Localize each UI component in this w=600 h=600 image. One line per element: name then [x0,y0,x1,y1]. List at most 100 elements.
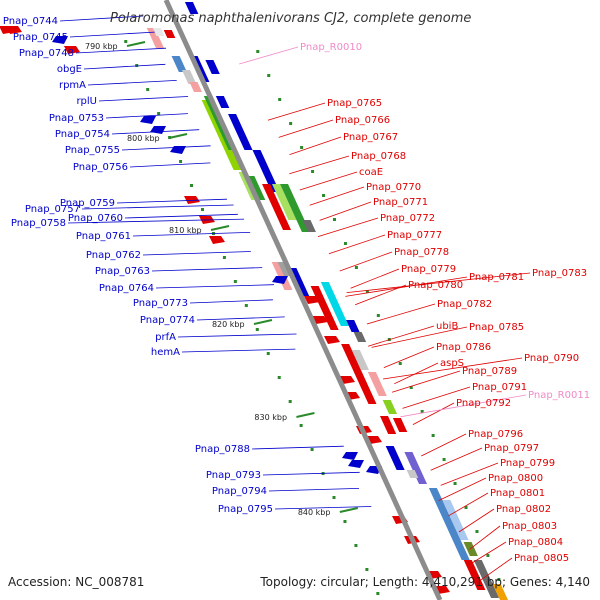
gene-label-pnap-0785[interactable]: Pnap_0785 [469,322,524,333]
gene-label-obge[interactable]: obgE [57,64,82,75]
gene-label-pnap-0765[interactable]: Pnap_0765 [327,98,382,109]
gene-label-pnap-0764[interactable]: Pnap_0764 [99,283,154,294]
tick-mark [253,319,273,325]
gene-label-pnap-0802[interactable]: Pnap_0802 [496,504,551,515]
gene-label-rplu[interactable]: rplU [76,96,97,107]
gene-label-asps[interactable]: aspS [440,358,464,369]
gene-label-pnap-0780[interactable]: Pnap_0780 [408,280,463,291]
gene-label-pnap-0804[interactable]: Pnap_0804 [508,537,563,548]
gene-label-pnap-0786[interactable]: Pnap_0786 [436,342,491,353]
gene-label-pnap-0774[interactable]: Pnap_0774 [140,315,195,326]
gene-label-pnap-0796[interactable]: Pnap_0796 [468,429,523,440]
accession-text: Accession: NC_008781 [8,575,145,589]
gene-label-pnap-0755[interactable]: Pnap_0755 [65,145,120,156]
track-dot [442,458,446,461]
leader-line [299,171,358,191]
tick-mark [126,41,146,47]
leader-line [430,447,483,471]
track-dot [190,184,194,187]
gene-label-pnap-0772[interactable]: Pnap_0772 [380,213,435,224]
leader-line [438,477,487,501]
gene-label-pnap-0779[interactable]: Pnap_0779 [401,264,456,275]
gene-label-pnap-0777[interactable]: Pnap_0777 [387,230,442,241]
gene-label-pnap-0753[interactable]: Pnap_0753 [49,113,104,124]
gene-label-pnap-0766[interactable]: Pnap_0766 [335,115,390,126]
forward-track [310,286,339,330]
leader-line [448,492,489,517]
gene-label-pnap-0783[interactable]: Pnap_0783 [532,268,587,279]
gene-label-pnap-0788[interactable]: Pnap_0788 [195,444,250,455]
reverse-track [385,446,405,470]
gene-label-pnap-0767[interactable]: Pnap_0767 [343,132,398,143]
leader-line [181,348,296,353]
gene-label-pnap-0797[interactable]: Pnap_0797 [484,443,539,454]
gene-label-pnap-0794[interactable]: Pnap_0794 [212,486,267,497]
gene-label-pnap-0761[interactable]: Pnap_0761 [76,231,131,242]
gene-label-pnap-0782[interactable]: Pnap_0782 [437,299,492,310]
gene-label-pnap-0756[interactable]: Pnap_0756 [73,162,128,173]
track-dot [398,362,402,365]
gene-label-pnap-0773[interactable]: Pnap_0773 [133,298,188,309]
pink-track [146,28,164,48]
gene-label-pnap-0768[interactable]: Pnap_0768 [351,151,406,162]
gene-label-pnap-0793[interactable]: Pnap_0793 [206,470,261,481]
track-dot [267,74,271,77]
gene-label-pnap-0744[interactable]: Pnap_0744 [3,16,58,27]
gene-label-rpma[interactable]: rpmA [59,80,86,91]
leader-line [155,284,275,289]
gene-label-pnap-0790[interactable]: Pnap_0790 [524,353,579,364]
forward-gene-arrow [209,236,225,244]
gene-label-pnap-0805[interactable]: Pnap_0805 [514,553,569,564]
gene-label-pnap-0745[interactable]: Pnap_0745 [13,32,68,43]
gene-label-pnap-0759[interactable]: Pnap_0759 [60,198,115,209]
tick-mark [210,225,230,231]
gene-label-pnap-0748[interactable]: Pnap_0748 [19,48,74,59]
label-leaders [59,15,531,582]
track-dot [343,242,347,245]
gene-label-pnap-0792[interactable]: Pnap_0792 [456,398,511,409]
gene-label-pnap-0760[interactable]: Pnap_0760 [68,213,123,224]
gene-label-pnap-0771[interactable]: Pnap_0771 [373,197,428,208]
gene-label-pnap-0800[interactable]: Pnap_0800 [488,473,543,484]
gene-label-coae[interactable]: coaE [359,167,383,178]
gene-label-pnap-0758[interactable]: Pnap_0758 [11,218,66,229]
gene-label-ubib[interactable]: ubiB [436,321,458,332]
gene-label-pnap-0789[interactable]: Pnap_0789 [462,366,517,377]
gene-label-pnap-0762[interactable]: Pnap_0762 [86,250,141,261]
gene-label-pnap-0754[interactable]: Pnap_0754 [55,129,110,140]
leader-line [478,557,513,582]
leader-line [274,506,372,510]
gene-label-pnap-0763[interactable]: Pnap_0763 [95,266,150,277]
gene-label-pnap-0778[interactable]: Pnap_0778 [394,247,449,258]
grey-track [181,70,197,84]
forward-gene-arrow [6,26,22,34]
lime-track [272,184,297,220]
leader-line [367,325,435,347]
orange-track [492,584,508,600]
track-dot [486,554,490,557]
gene-label-prfa[interactable]: prfA [155,332,176,343]
track-dot [255,328,259,331]
reverse-track [252,150,280,192]
gene-label-hema[interactable]: hemA [151,347,180,358]
lime-track [201,100,242,170]
gene-label-pnap-r0011[interactable]: Pnap_R0011 [528,390,590,401]
leader-line [111,129,200,135]
gene-label-pnap-0803[interactable]: Pnap_0803 [502,521,557,532]
gene-label-pnap-0757[interactable]: Pnap_0757 [25,204,80,215]
track-dot [233,280,237,283]
gene-label-pnap-0795[interactable]: Pnap_0795 [218,504,273,515]
gene-label-pnap-0770[interactable]: Pnap_0770 [366,182,421,193]
track-dot [311,170,315,173]
genome-backbone [163,0,443,600]
gene-label-pnap-r0010[interactable]: Pnap_R0010 [300,42,362,53]
leader-line [346,272,531,293]
leader-line [383,346,435,368]
gene-label-pnap-0801[interactable]: Pnap_0801 [490,488,545,499]
gene-label-pnap-0799[interactable]: Pnap_0799 [500,458,555,469]
gene-label-pnap-0781[interactable]: Pnap_0781 [469,272,524,283]
leader-line [350,268,400,289]
track-dot [420,410,424,413]
gene-label-pnap-0791[interactable]: Pnap_0791 [472,382,527,393]
